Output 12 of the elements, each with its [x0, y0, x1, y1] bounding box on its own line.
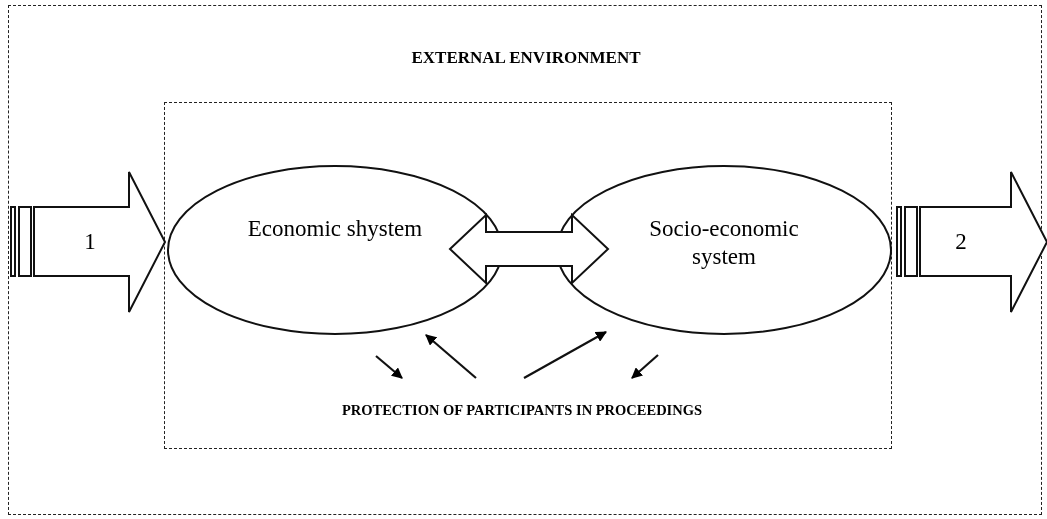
caption-text: PROTECTION OF PARTICIPANTS IN PROCEEDINGS: [340, 402, 704, 420]
arrow-number: 1: [83, 228, 97, 256]
double-block-arrow: [448, 212, 610, 286]
ellipse-label: Economic shystem: [247, 215, 423, 243]
ellipse-label: Socio-economic system: [648, 215, 800, 271]
arrow: [631, 354, 659, 379]
arrow: [523, 331, 607, 379]
arrow: [375, 355, 403, 379]
arrow: [425, 334, 477, 379]
section-heading: EXTERNAL ENVIRONMENT: [410, 48, 642, 69]
arrow-number: 2: [954, 228, 968, 256]
system-boundary-box: [164, 102, 892, 449]
